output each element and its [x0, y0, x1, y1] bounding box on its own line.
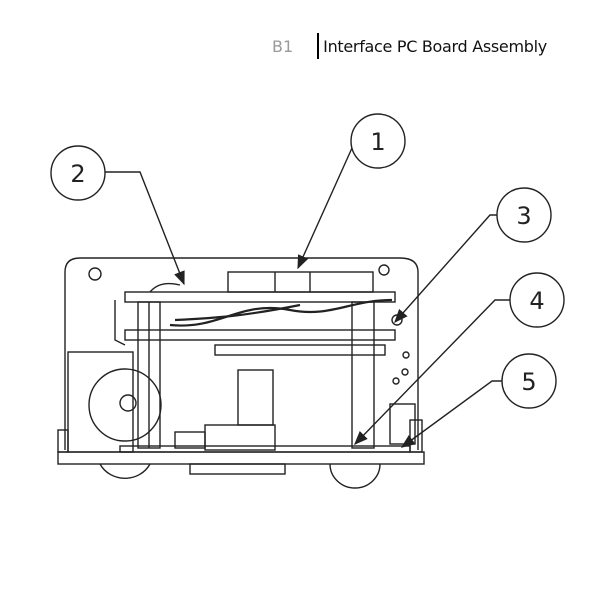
chassis [57, 257, 425, 489]
svg-text:5: 5 [521, 368, 536, 396]
callout-5: 5 [400, 353, 557, 448]
callout-3: 3 [394, 187, 552, 324]
diagram-header: B1 Interface PC Board Assembly [272, 33, 547, 59]
callout-4: 4 [354, 272, 565, 446]
lower-board [119, 351, 416, 453]
svg-text:4: 4 [529, 287, 544, 315]
diagram-title: Interface PC Board Assembly [323, 36, 547, 56]
header-divider [317, 33, 320, 59]
callout-1: 1 [297, 113, 406, 270]
callout-2: 2 [50, 145, 185, 286]
upper-board [114, 271, 403, 346]
svg-text:2: 2 [70, 160, 85, 188]
speaker [67, 351, 162, 453]
svg-text:1: 1 [370, 128, 385, 156]
figure-code: B1 [272, 36, 294, 56]
connector-strip [214, 344, 386, 356]
standoffs [137, 301, 375, 449]
svg-text:3: 3 [516, 202, 531, 230]
